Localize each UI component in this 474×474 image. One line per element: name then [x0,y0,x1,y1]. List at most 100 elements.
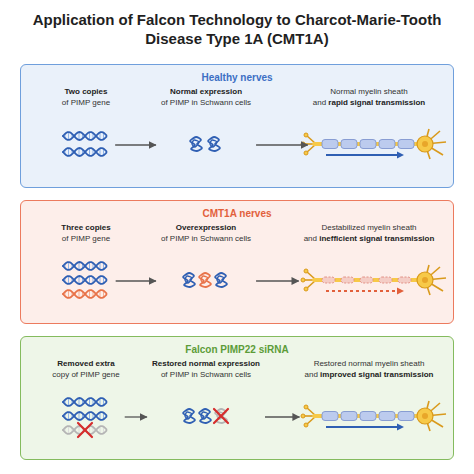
bold-caption: Overexpression [176,223,236,232]
panel-box: Falcon PIMP22 siRNARemoved extracopy of … [20,336,454,460]
text-line: of PIMP in Schwann cells [152,370,260,381]
dna-helix [63,276,107,284]
nucleus [422,141,428,147]
dna-strand [63,290,107,298]
myelin-segment [398,277,411,283]
protein-chain [183,273,195,287]
protein-chain [199,273,211,287]
signal-arrow [326,154,398,156]
myelin-segment [322,412,338,421]
myelin-segment [398,140,414,149]
protein-chain [190,137,202,151]
cross-mark [214,409,228,423]
protein-icon [183,273,195,287]
neuron-icon [301,401,446,431]
text-line: Normal myelin sheath [313,87,426,98]
myelin-segment [379,277,392,283]
dna-strand [63,148,107,156]
panel-ground [20,336,454,460]
dna-strand [63,132,107,140]
dna-helix [63,398,107,406]
dna-strand [63,412,107,420]
dna-rung [68,290,69,298]
step-box: Removed extracopy of PIMP gene [49,359,122,451]
text-line: Three copies [61,223,110,234]
myelin-segment [360,140,376,149]
protein-icon [183,409,195,423]
terminal-bulb [304,269,308,273]
myelin-segment [341,140,357,149]
caption: and [304,234,317,243]
dna-rung [79,426,80,434]
dna-rung [68,148,69,156]
step-box: Three copies of PIMP gene [58,223,113,315]
panel-heading: Healthy nerves [21,72,453,84]
myelin-segment [360,412,376,421]
bold-caption: Two copies [65,87,108,96]
caption: of PIMP in Schwann cells [161,98,251,107]
bold-caption: Three copies [61,223,110,232]
caption: Destabilized myelin sheath [321,223,416,232]
dna-strand [63,290,107,298]
text-line: Removed extra [52,359,119,370]
caption: and [305,370,318,379]
step-box: Overexpression of PIMP in Schwann cells [158,223,254,315]
dna-strand [63,398,107,406]
dna-rung [79,276,80,284]
dna-rung [79,132,80,140]
dna-strand [63,148,107,156]
dna-strand [63,412,107,420]
protein-icon [199,409,211,423]
dna-rung [68,276,69,284]
flow-arrow [115,144,156,145]
terminal-bulb [301,414,305,418]
protein-chain [217,276,224,283]
text-line: andinefficient signal transmission [304,234,435,245]
terminal-bulb [304,133,308,137]
flow-arrow [256,144,308,145]
protein-chain [185,276,192,283]
dna-strand [63,262,107,270]
dna-rung [68,398,69,406]
protein-chain [192,140,199,147]
caption: of PIMP gene [62,234,110,243]
terminal-bulb [304,287,308,291]
text-line: of PIMP gene [62,98,110,109]
protein-icon [215,409,227,423]
dna-helix [63,132,107,140]
signal-arrow [326,290,398,292]
terminal-bulb [304,151,308,155]
axon [314,278,420,282]
protein-chain [208,137,220,151]
terminal-bulb [304,423,308,427]
caption: copy of PIMP gene [52,370,119,379]
dna-helix [63,290,107,298]
panel-box: CMT1A nervesThree copiesof PIMP geneOver… [20,200,454,324]
text-line: Two copies [62,87,110,98]
step-box: Restored normal myelin sheathandimproved… [302,359,437,451]
dna-rung [79,148,80,156]
protein-chain [210,140,217,147]
cell-body [417,408,433,424]
nucleus [422,277,428,283]
caption: of PIMP gene [62,98,110,107]
cell-body [417,272,433,288]
neuron-icon [301,129,446,159]
myelin-segment [322,140,338,149]
protein-icon [208,137,220,151]
text-line: Destabilized myelin sheath [304,223,435,234]
caption: Restored normal myelin sheath [314,359,425,368]
myelin-segment [379,140,395,149]
dna-rung [79,412,80,420]
bold-caption: Restored normal expression [152,359,260,368]
myelin-segment [341,277,354,283]
step-box: Two copies of PIMP gene [59,87,113,179]
cross-mark [78,423,92,437]
dna-strand [63,276,107,284]
bold-caption: rapid signal transmission [328,98,425,107]
dna-rung [79,398,80,406]
text-line: of PIMP in Schwann cells [161,234,251,245]
dna-strand [63,276,107,284]
signal-arrow [326,426,398,428]
